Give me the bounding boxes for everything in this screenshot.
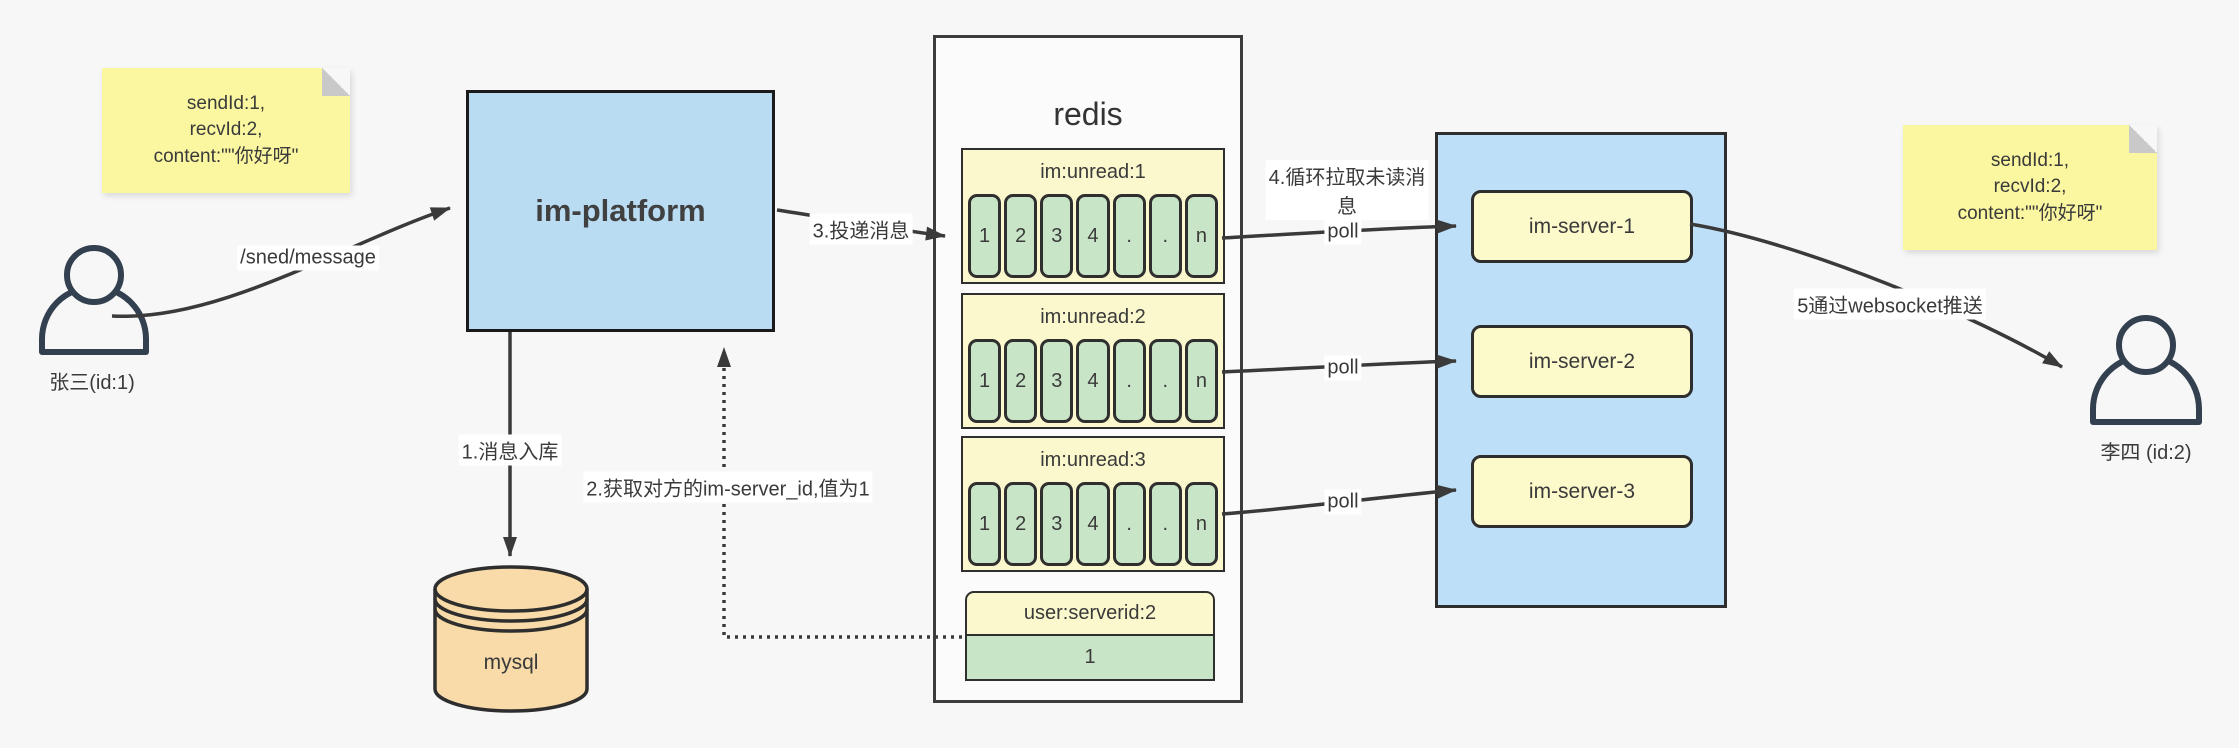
queue-cell: . bbox=[1148, 339, 1182, 423]
queue-cells: 1 2 3 4 . . n bbox=[963, 339, 1223, 423]
queue-header: im:unread:3 bbox=[1040, 448, 1146, 471]
queue-cell: 4 bbox=[1076, 339, 1110, 423]
label-step4: 4.循环拉取未读消 息 bbox=[1265, 160, 1429, 220]
redis-container: redis im:unread:1 1 2 3 4 . . n im:unrea… bbox=[933, 35, 1243, 703]
queue-cell: 4 bbox=[1076, 482, 1110, 566]
queue-cell: n bbox=[1184, 194, 1218, 278]
label-step3: 3.投递消息 bbox=[809, 213, 913, 245]
im-platform-title: im-platform bbox=[535, 193, 706, 228]
label-poll-3: poll bbox=[1324, 489, 1362, 515]
kv-key: user:serverid:2 bbox=[965, 591, 1215, 636]
queue-im-unread-3: im:unread:3 1 2 3 4 . . n bbox=[961, 436, 1225, 572]
queue-im-unread-1: im:unread:1 1 2 3 4 . . n bbox=[961, 148, 1225, 284]
kv-value: 1 bbox=[965, 636, 1215, 681]
queue-cell: . bbox=[1112, 339, 1146, 423]
note-line: recvId:2, bbox=[189, 119, 263, 141]
im-server-2-label: im-server-2 bbox=[1528, 349, 1636, 373]
queue-cell: 2 bbox=[1004, 482, 1038, 566]
note-line: content:""你好呀" bbox=[1957, 202, 2103, 224]
redis-title: redis bbox=[1053, 96, 1123, 132]
queue-cells: 1 2 3 4 . . n bbox=[963, 482, 1223, 566]
sender-label: 张三(id:1) bbox=[49, 372, 135, 394]
im-server-3-label: im-server-3 bbox=[1528, 479, 1636, 503]
sender-person-icon bbox=[39, 245, 149, 355]
receiver-label: 李四 (id:2) bbox=[2100, 442, 2192, 464]
queue-cell: 1 bbox=[968, 339, 1002, 423]
note-line: sendId:1, bbox=[186, 93, 266, 115]
sticky-note-left: sendId:1, recvId:2, content:""你好呀" bbox=[102, 68, 350, 193]
im-server-1-label: im-server-1 bbox=[1528, 214, 1636, 238]
label-step2: 2.获取对方的im-server_id,值为1 bbox=[583, 471, 873, 503]
queue-header: im:unread:2 bbox=[1040, 305, 1146, 328]
note-line: recvId:2, bbox=[1993, 176, 2067, 198]
queue-cell: 3 bbox=[1040, 339, 1074, 423]
kv-user-serverid: user:serverid:2 1 bbox=[965, 591, 1215, 681]
im-server-2-box: im-server-2 bbox=[1471, 325, 1693, 398]
queue-cell: 1 bbox=[968, 482, 1002, 566]
note-line: sendId:1, bbox=[1990, 150, 2070, 172]
queue-cell: . bbox=[1112, 482, 1146, 566]
note-fold-icon bbox=[2129, 125, 2157, 153]
sticky-note-right: sendId:1, recvId:2, content:""你好呀" bbox=[1903, 125, 2157, 250]
queue-cell: . bbox=[1148, 482, 1182, 566]
label-poll-2: poll bbox=[1324, 355, 1362, 381]
queue-cell: 4 bbox=[1076, 194, 1110, 278]
label-poll-1: poll bbox=[1324, 219, 1362, 245]
queue-header: im:unread:1 bbox=[1040, 160, 1146, 183]
label-step4-line2: 息 bbox=[1337, 196, 1357, 218]
queue-cell: . bbox=[1112, 194, 1146, 278]
im-server-3-box: im-server-3 bbox=[1471, 455, 1693, 528]
queue-cell: 2 bbox=[1004, 194, 1038, 278]
queue-cell: 3 bbox=[1040, 482, 1074, 566]
receiver-person-icon bbox=[2090, 315, 2202, 425]
mysql-database-icon: mysql bbox=[433, 565, 589, 713]
note-line: content:""你好呀" bbox=[153, 145, 299, 167]
queue-cell: 1 bbox=[968, 194, 1002, 278]
queue-cell: 3 bbox=[1040, 194, 1074, 278]
label-step1: 1.消息入库 bbox=[458, 434, 562, 466]
label-step4-line1: 4.循环拉取未读消 bbox=[1268, 167, 1426, 189]
label-send-api: /sned/message bbox=[237, 245, 379, 271]
queue-cell: 2 bbox=[1004, 339, 1038, 423]
queue-im-unread-2: im:unread:2 1 2 3 4 . . n bbox=[961, 293, 1225, 429]
im-server-cluster: im-server-1 im-server-2 im-server-3 bbox=[1435, 132, 1727, 608]
queue-cells: 1 2 3 4 . . n bbox=[963, 194, 1223, 278]
label-step5: 5通过websocket推送 bbox=[1794, 288, 1986, 320]
im-platform-box: im-platform bbox=[466, 90, 775, 332]
arrow-websocket-push bbox=[1689, 222, 2063, 369]
im-server-1-box: im-server-1 bbox=[1471, 190, 1693, 263]
queue-cell: n bbox=[1184, 482, 1218, 566]
mysql-label: mysql bbox=[484, 651, 539, 674]
note-fold-icon bbox=[322, 68, 350, 96]
queue-cell: . bbox=[1148, 194, 1182, 278]
arrow-send-message bbox=[111, 206, 451, 319]
queue-cell: n bbox=[1184, 339, 1218, 423]
